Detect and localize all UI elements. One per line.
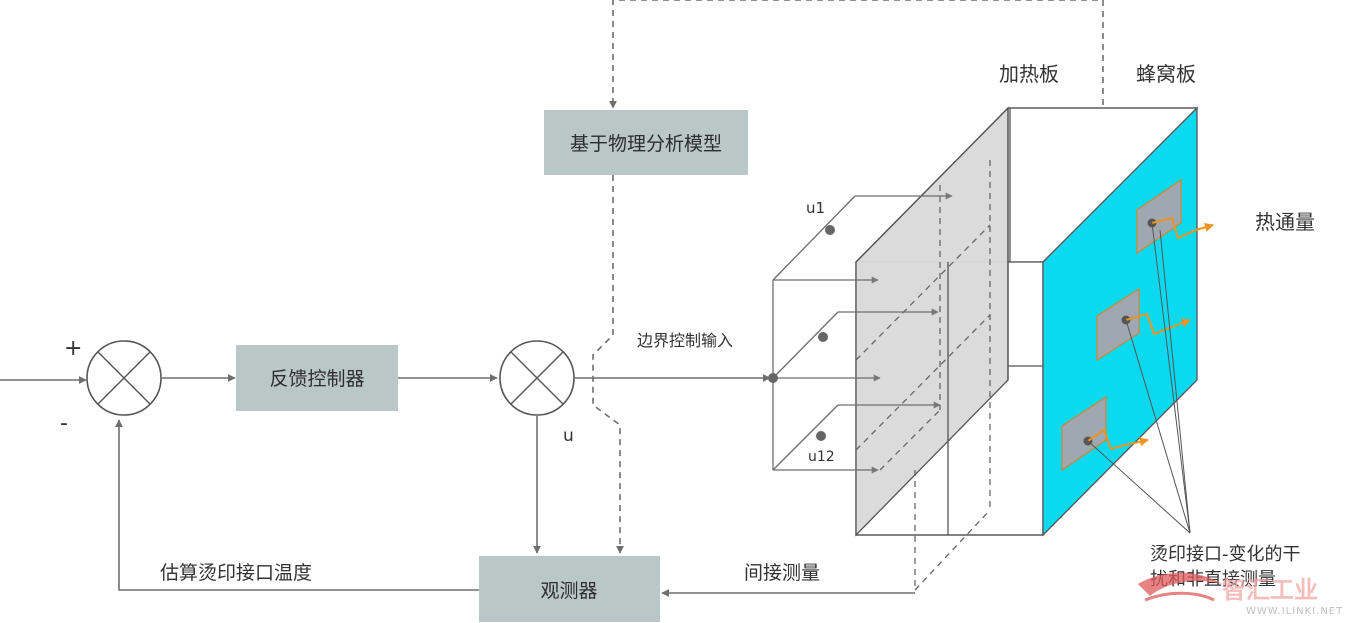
observer-block: 观测器 (479, 556, 660, 622)
feedback-controller-label: 反馈控制器 (269, 368, 364, 390)
u1-node (825, 225, 835, 235)
heating-plate-label: 加热板 (999, 62, 1059, 86)
watermark-brand: 智汇工业 (1222, 576, 1318, 604)
plus-sign: + (64, 336, 82, 361)
physics-model-label: 基于物理分析模型 (570, 133, 722, 155)
physics-model-block: 基于物理分析模型 (544, 110, 748, 175)
honeycomb-plate-label: 蜂窝板 (1136, 62, 1196, 86)
u-mid-node (818, 332, 828, 342)
feedback-controller-block: 反馈控制器 (236, 345, 398, 411)
annotation-leaders (1087, 222, 1191, 534)
u-label: u (563, 426, 574, 446)
interface-note-line1: 烫印接口-变化的干 (1150, 544, 1301, 565)
watermark: 智汇工业 WWW.ILINKI.NET (1138, 572, 1343, 617)
boundary-input-label: 边界控制输入 (637, 331, 733, 350)
estimate-temperature-label: 估算烫印接口温度 (160, 562, 312, 584)
summing-junction-1 (86, 340, 162, 416)
u12-node (816, 431, 826, 441)
signal-lines (0, 374, 915, 597)
observer-label: 观测器 (540, 580, 597, 602)
watermark-logo-swoosh (1138, 572, 1222, 596)
model-dashed-paths (592, 0, 1104, 554)
u1-label: u1 (806, 199, 825, 217)
sensor-patch-middle (1096, 287, 1191, 362)
minus-sign: - (60, 411, 68, 436)
indirect-measurement-label: 间接测量 (744, 562, 820, 584)
watermark-url: WWW.ILINKI.NET (1246, 606, 1343, 617)
heat-flux-label: 热通量 (1255, 210, 1315, 234)
u12-label: u12 (808, 449, 835, 465)
summing-junction-2 (499, 340, 575, 416)
plate-assembly (855, 106, 1214, 591)
